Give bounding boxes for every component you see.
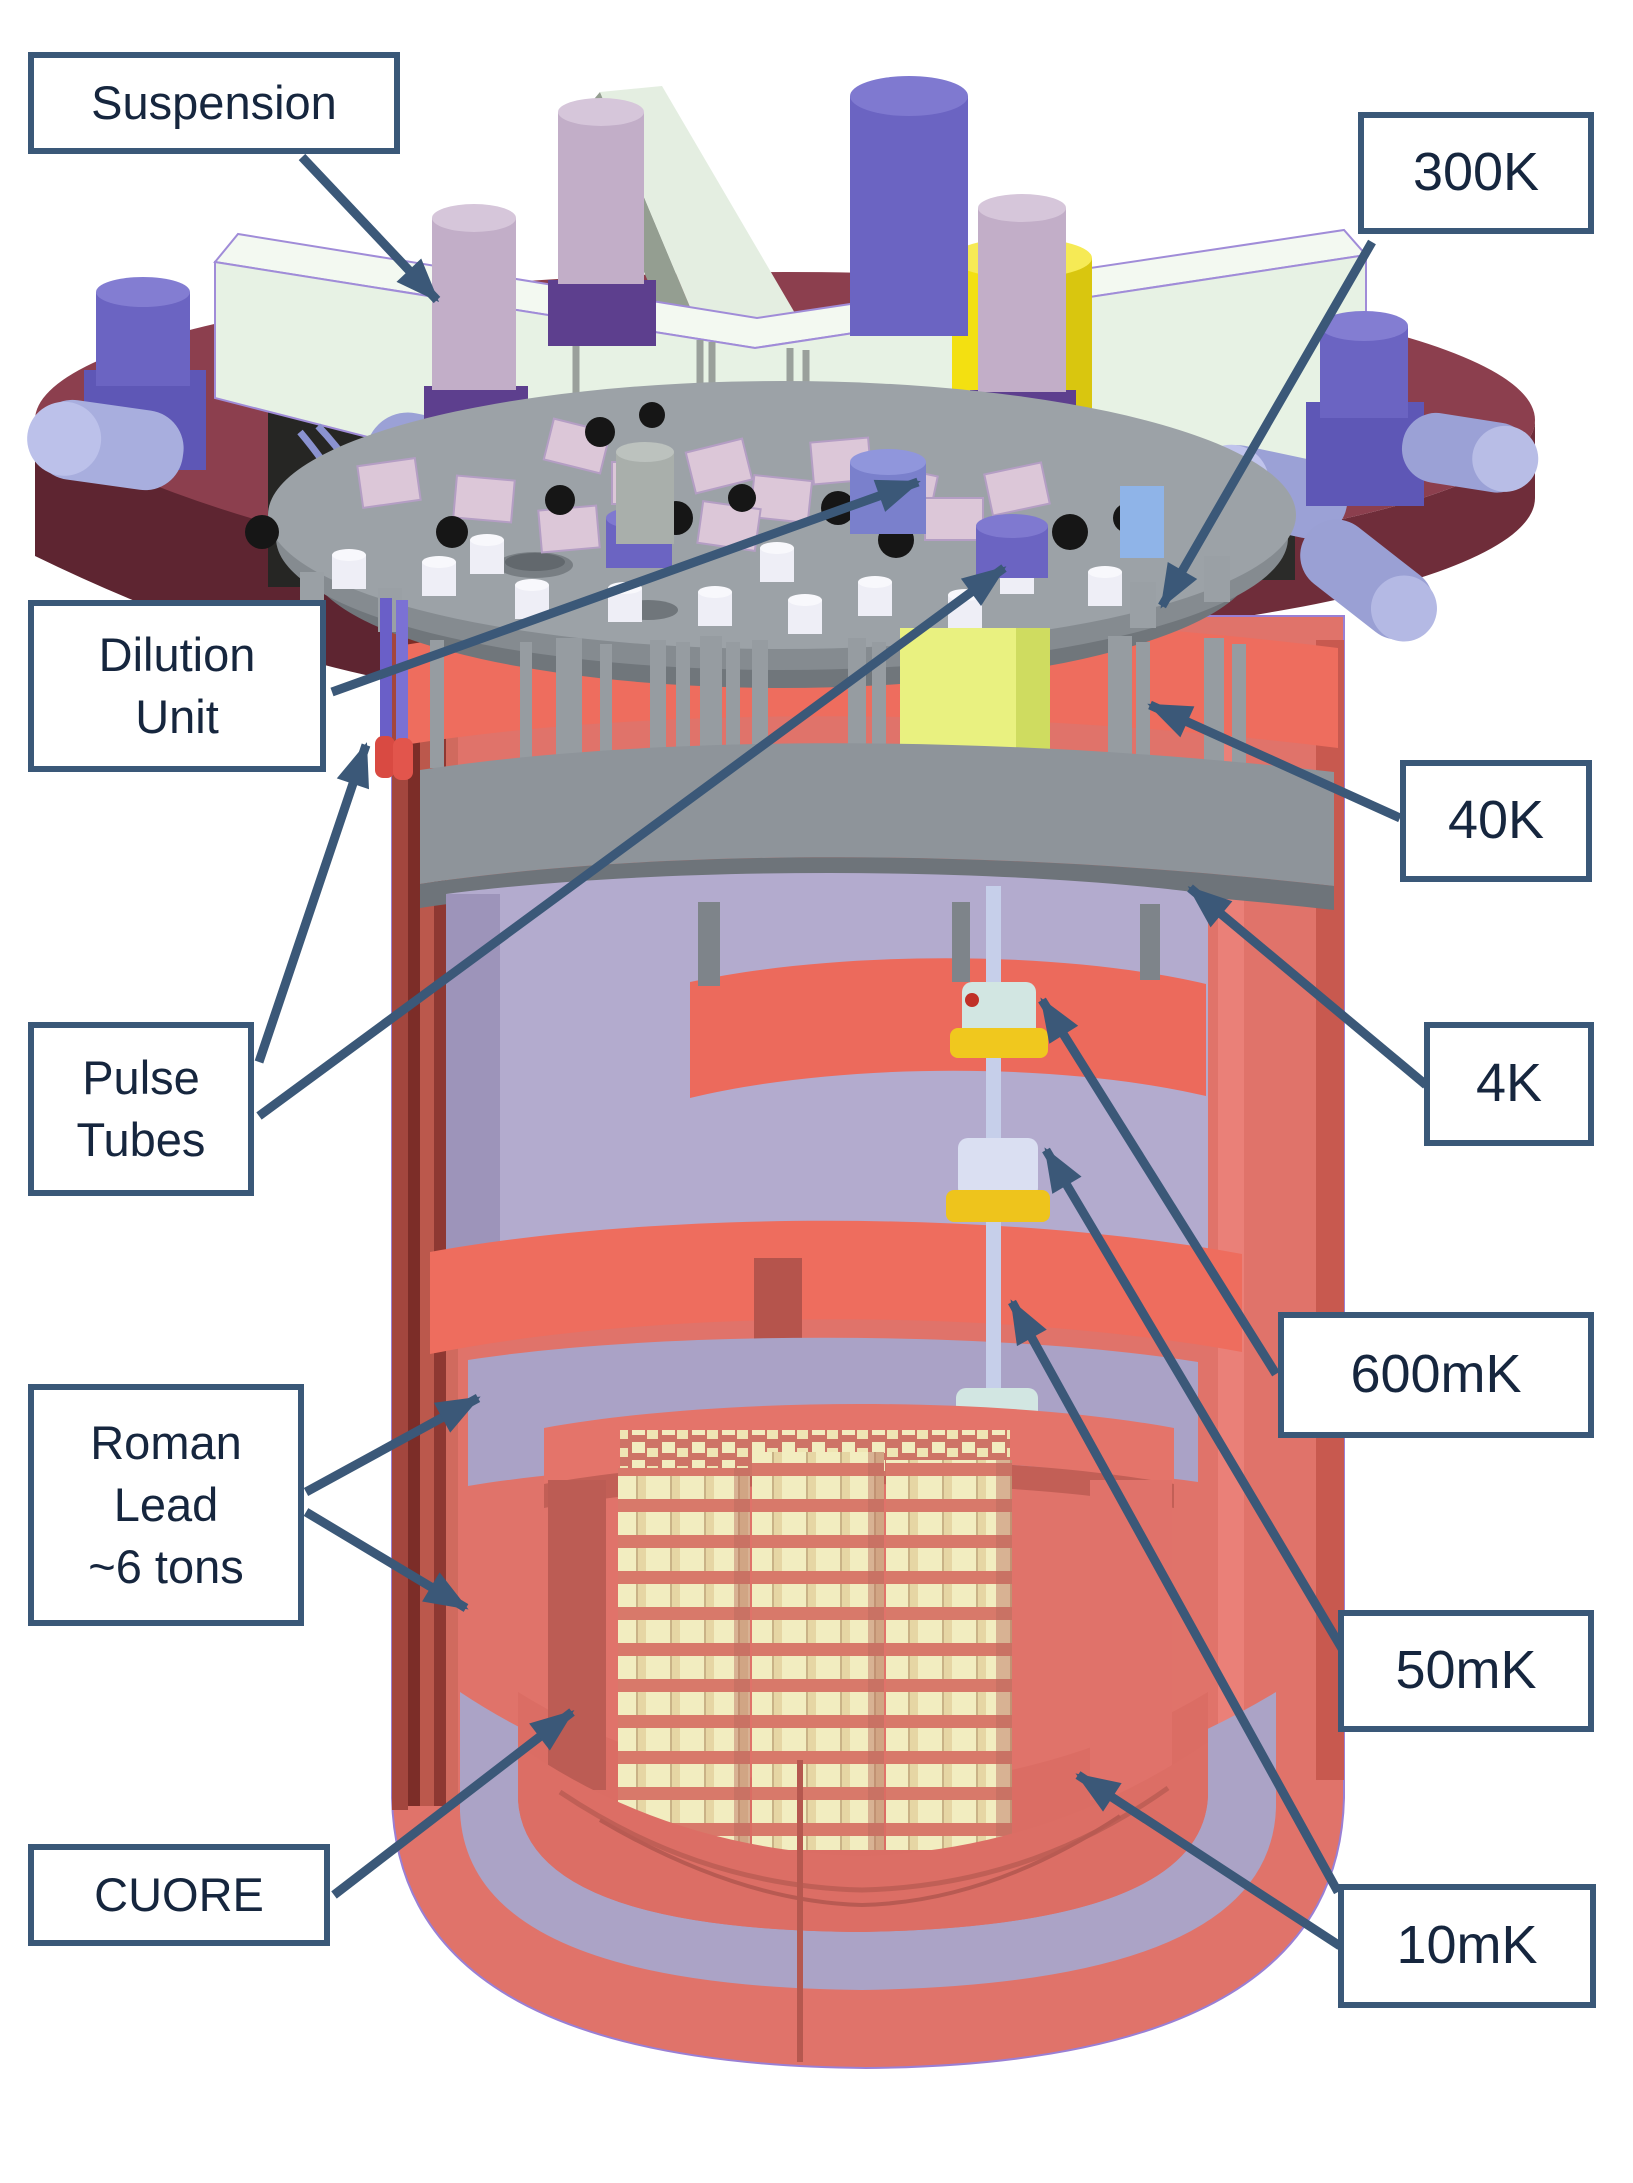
top-plate-fittings xyxy=(245,402,1230,634)
bottom-dome-contours xyxy=(558,1760,1170,2062)
arrow-10mk-2 xyxy=(1075,1771,1343,1950)
label-50mk: 50mK xyxy=(1338,1610,1594,1732)
label-40k: 40K xyxy=(1400,760,1592,882)
arrow-roman-lead-1 xyxy=(303,1394,481,1496)
4k-plate xyxy=(420,743,1334,910)
feedthrough-cylinder-2 xyxy=(548,98,656,346)
arrow-600mk xyxy=(1038,997,1280,1377)
posts-below-4k xyxy=(698,902,1160,986)
label-suspension: Suspension xyxy=(28,52,400,154)
gray-canister xyxy=(616,442,674,544)
arrow-40k xyxy=(1147,700,1402,823)
pulse-tube-head-left xyxy=(27,277,206,491)
arrow-pulse-tubes-2 xyxy=(256,564,1007,1120)
label-10mk: 10mK xyxy=(1338,1884,1596,2008)
pulse-tube-port-right xyxy=(976,514,1048,578)
inner-vessel-walls xyxy=(548,1480,1172,1800)
arrow-50mk xyxy=(1042,1147,1348,1655)
pulse-tube-head-center xyxy=(850,76,968,336)
cuore-crystal-array xyxy=(618,1430,1012,1852)
lightblue-box xyxy=(1120,486,1164,558)
label-4k: 4K xyxy=(1424,1022,1594,1146)
arrow-4k xyxy=(1187,884,1429,1089)
arrow-300k xyxy=(1158,239,1376,609)
label-600mk: 600mK xyxy=(1278,1312,1594,1438)
callout-arrows xyxy=(254,153,1429,1950)
arrow-pulse-tubes-1 xyxy=(254,742,371,1064)
arrow-10mk-1 xyxy=(1008,1299,1342,1895)
arrow-roman-lead-2 xyxy=(303,1508,469,1612)
arrow-dilution-unit xyxy=(330,477,921,697)
interstage-posts xyxy=(430,636,1246,772)
arrow-suspension xyxy=(298,153,441,304)
label-dilution-unit: Dilution Unit xyxy=(28,600,326,772)
arrow-cuore xyxy=(331,1708,575,1899)
inner-vessel-bottom-front xyxy=(518,1742,1208,1932)
label-roman-lead: Roman Lead ~6 tons xyxy=(28,1384,304,1626)
label-300k: 300K xyxy=(1358,112,1594,234)
label-pulse-tubes: Pulse Tubes xyxy=(28,1022,254,1196)
label-cuore: CUORE xyxy=(28,1844,330,1946)
